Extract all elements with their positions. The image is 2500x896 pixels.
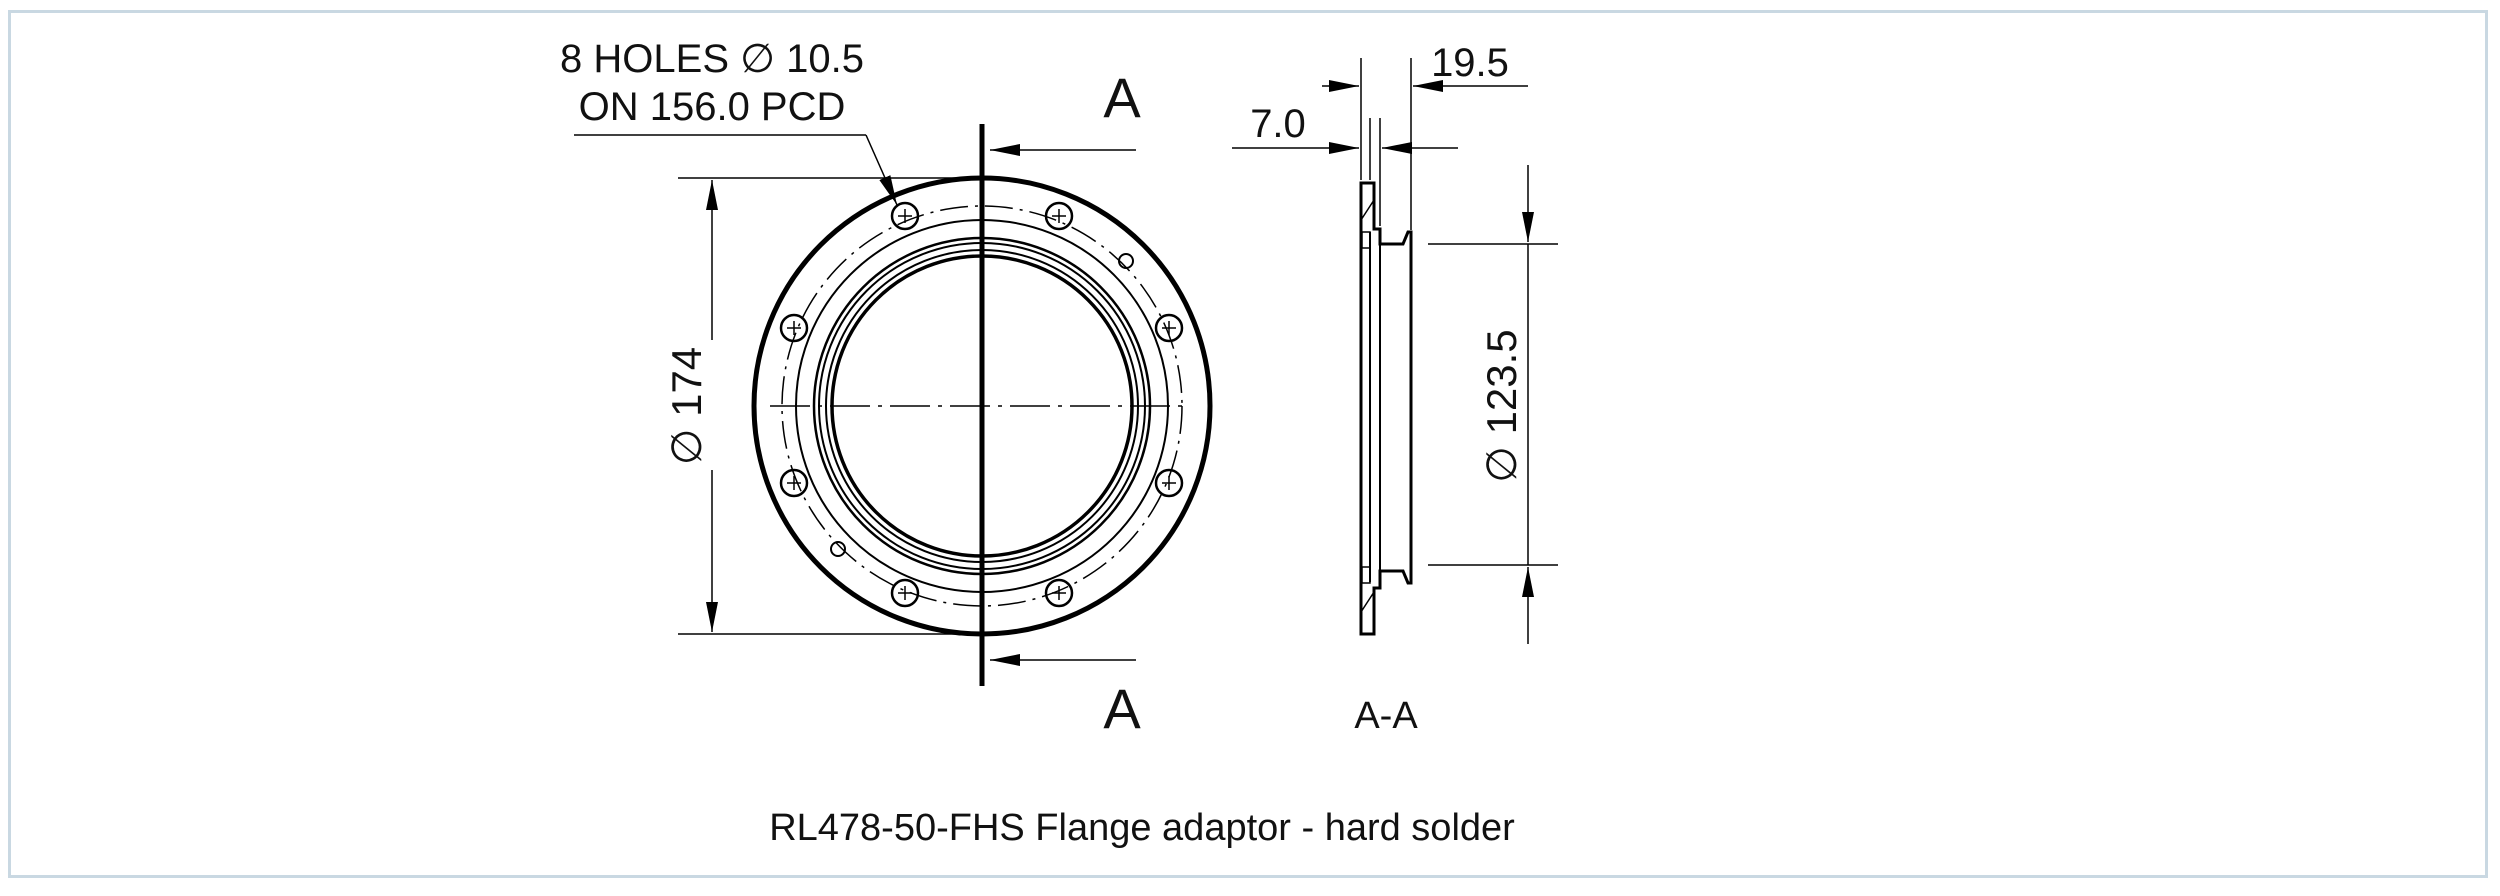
total-width-dimension: 19.5 [1322,41,1528,92]
dim-outer-diameter: ∅ 174 [663,347,710,465]
drawing-caption: RL478-50-FHS Flange adaptor - hard solde… [769,807,1515,849]
drawing-frame [8,10,2488,878]
bolt-hole [890,578,920,608]
dim-inner-diameter: ∅ 123.5 [1478,329,1525,482]
bolt-hole [1044,201,1074,231]
outer-diameter-dimension: ∅ 174 [663,177,982,635]
section-view-label: A-A [1354,695,1418,737]
holes-note: 8 HOLES ∅ 10.5 ON 156.0 PCD [560,37,898,206]
bolt-hole [1044,578,1074,608]
holes-note-line2: ON 156.0 PCD [579,85,846,129]
bolt-hole [1154,468,1184,498]
flange-width-dimension: 7.0 [1232,102,1458,154]
section-view [1359,58,1413,636]
section-label-bottom: A [1103,677,1141,740]
holes-note-line1: 8 HOLES ∅ 10.5 [560,37,864,81]
bolt-hole [1154,313,1184,343]
dim-flange-width: 7.0 [1250,102,1306,146]
bolt-hole [779,468,809,498]
front-view [751,124,1213,686]
bolt-holes [779,201,1184,608]
profile-outline [1359,181,1413,636]
bolt-hole [779,313,809,343]
pin-hole [830,541,846,557]
pin-hole [1118,253,1134,269]
bolt-hole [890,201,920,231]
dim-total-width: 19.5 [1431,41,1509,85]
inner-diameter-dimension: ∅ 123.5 [1428,165,1558,644]
section-label-top: A [1103,66,1141,129]
